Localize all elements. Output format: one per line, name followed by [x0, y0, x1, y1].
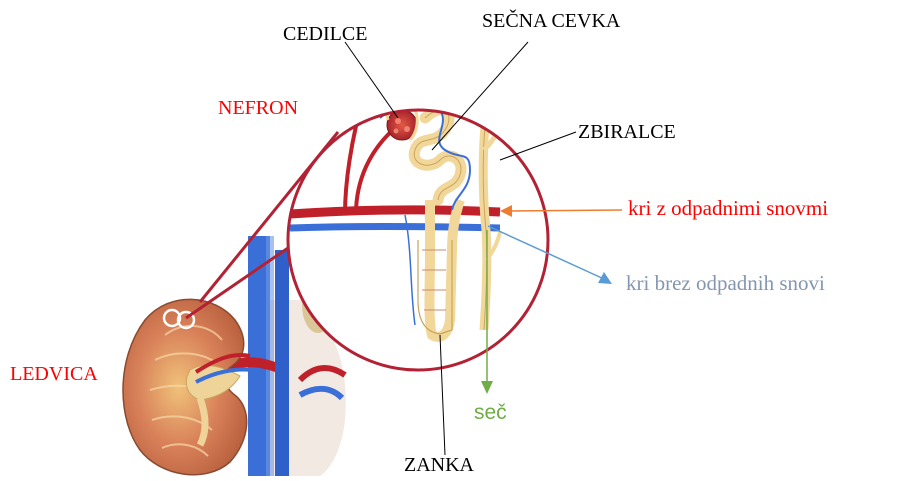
kidney-illustration [123, 299, 252, 474]
label-kri-brez-odpadnih-snovi: kri brez odpadnih snovi [626, 273, 825, 294]
label-cedilce: CEDILCE [283, 24, 367, 44]
label-secna-cevka: SEČNA CEVKA [482, 11, 620, 31]
label-zbiralce: ZBIRALCE [578, 122, 676, 142]
label-kri-z-odpadnimi-snovmi: kri z odpadnimi snovmi [628, 198, 828, 219]
label-sec: seč [474, 402, 507, 423]
label-nefron: NEFRON [218, 98, 298, 118]
label-zanka: ZANKA [404, 455, 474, 475]
label-ledvica: LEDVICA [10, 364, 98, 384]
